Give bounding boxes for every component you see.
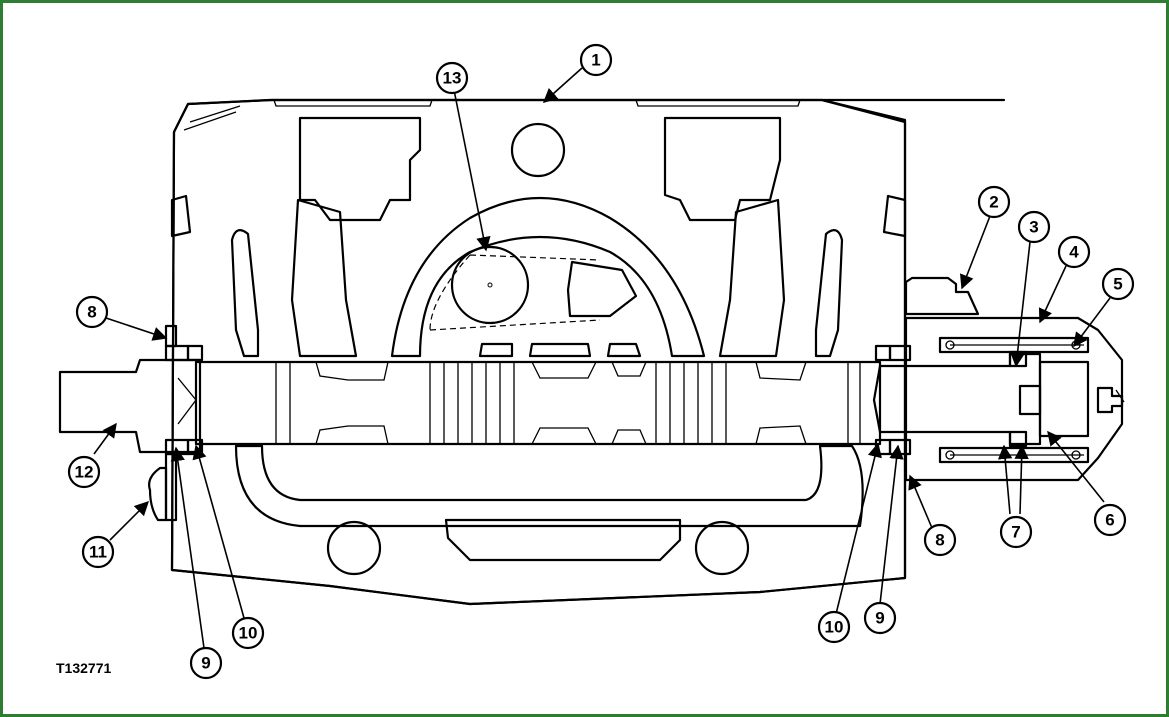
callout-11: 11	[81, 535, 115, 569]
callout-9-right: 9	[863, 601, 897, 635]
svg-text:12: 12	[75, 463, 94, 482]
svg-text:7: 7	[1011, 523, 1020, 542]
callout-13: 13	[435, 61, 469, 95]
svg-text:10: 10	[825, 618, 844, 637]
callout-12: 12	[67, 455, 101, 489]
svg-text:3: 3	[1029, 218, 1038, 237]
svg-text:13: 13	[443, 69, 462, 88]
callout-1: 1	[579, 43, 613, 77]
svg-text:8: 8	[935, 531, 944, 550]
leader-lines	[93, 67, 1111, 649]
spool	[58, 352, 1042, 454]
callout-9-left: 9	[189, 646, 223, 680]
svg-text:10: 10	[239, 624, 258, 643]
callout-7: 7	[999, 515, 1033, 549]
end-cap-assembly	[904, 276, 1125, 482]
callout-5: 5	[1101, 267, 1135, 301]
callout-4: 4	[1057, 235, 1091, 269]
cross-bore-plug	[429, 245, 638, 331]
svg-text:6: 6	[1105, 511, 1114, 530]
valve-housing	[170, 98, 1006, 606]
svg-text:1: 1	[591, 51, 600, 70]
callout-8-right: 8	[923, 523, 957, 557]
callout-10-right: 10	[817, 610, 851, 644]
callout-3: 3	[1017, 210, 1051, 244]
figure-id-label: T132771	[56, 660, 112, 676]
svg-text:4: 4	[1069, 243, 1079, 262]
callout-8-left: 8	[75, 295, 109, 329]
svg-text:9: 9	[201, 654, 210, 673]
svg-text:11: 11	[89, 543, 107, 562]
callout-6: 6	[1093, 503, 1127, 537]
svg-text:2: 2	[989, 193, 998, 212]
svg-text:5: 5	[1113, 275, 1122, 294]
callout-2: 2	[977, 185, 1011, 219]
svg-text:9: 9	[875, 609, 884, 628]
callout-10-left: 10	[231, 616, 265, 650]
svg-text:8: 8	[87, 303, 96, 322]
